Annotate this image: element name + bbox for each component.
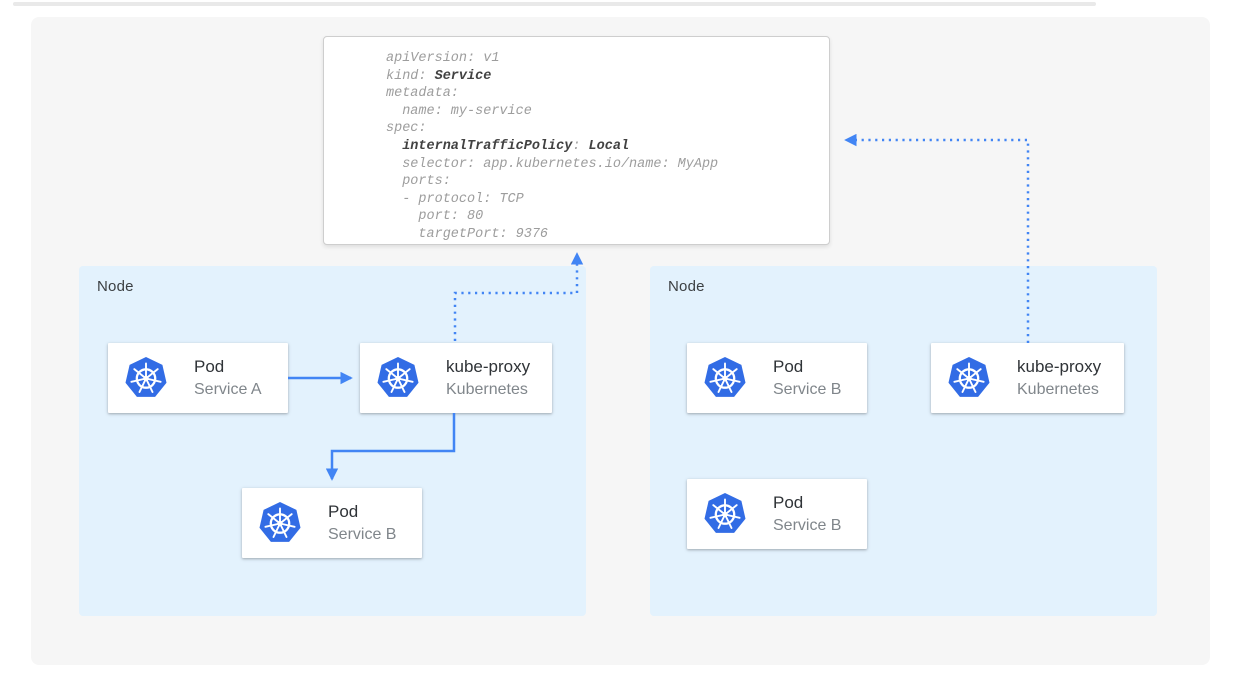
code-line: spec: <box>386 121 427 137</box>
card-pod-service-b-right-1: Pod Service B <box>687 343 867 413</box>
card-title: Pod <box>194 357 225 376</box>
kubernetes-icon <box>124 356 168 400</box>
code-line: selector: app.kubernetes.io/name: MyApp <box>386 156 719 172</box>
card-subtitle: Service A <box>194 381 262 398</box>
code-line: - protocol: TCP <box>386 191 524 207</box>
card-title: Pod <box>328 502 359 521</box>
card-title: Pod <box>773 357 804 376</box>
card-subtitle: Service B <box>773 381 842 398</box>
code-line: internalTrafficPolicy: Local <box>402 138 630 154</box>
kubernetes-icon <box>258 501 302 545</box>
kubernetes-icon <box>703 492 747 536</box>
card-kube-proxy-left: kube-proxy Kubernetes <box>360 343 552 413</box>
node-left: Node <box>79 266 586 616</box>
card-subtitle: Kubernetes <box>1017 381 1099 398</box>
card-subtitle: Service B <box>328 526 397 543</box>
top-divider <box>13 2 1096 6</box>
kubernetes-icon <box>376 356 420 400</box>
card-title: kube-proxy <box>446 357 531 376</box>
card-pod-service-b-right-2: Pod Service B <box>687 479 867 549</box>
service-yaml-box: apiVersion: v1 kind: Service metadata: nam… <box>323 36 830 245</box>
code-line: targetPort: 9376 <box>386 226 549 242</box>
yaml-code: apiVersion: v1 kind: Service metadata: nam… <box>324 37 829 244</box>
card-pod-service-b-left: Pod Service B <box>242 488 422 558</box>
code-line: apiVersion: v1 <box>386 51 500 66</box>
kubernetes-icon <box>703 356 747 400</box>
card-subtitle: Service B <box>773 517 842 534</box>
code-line: ports: <box>386 174 451 190</box>
code-line: port: 80 <box>386 209 484 225</box>
card-title: kube-proxy <box>1017 357 1102 376</box>
card-pod-service-a: Pod Service A <box>108 343 288 413</box>
kubernetes-icon <box>947 356 991 400</box>
node-right: Node <box>650 266 1157 616</box>
card-subtitle: Kubernetes <box>446 381 528 398</box>
card-kube-proxy-right: kube-proxy Kubernetes <box>931 343 1124 413</box>
code-line: metadata: <box>386 86 459 102</box>
card-title: Pod <box>773 493 804 512</box>
code-line: name: my-service <box>386 103 532 119</box>
code-line: kind: Service <box>386 68 492 84</box>
node-label: Node <box>668 278 705 295</box>
node-label: Node <box>97 278 134 295</box>
